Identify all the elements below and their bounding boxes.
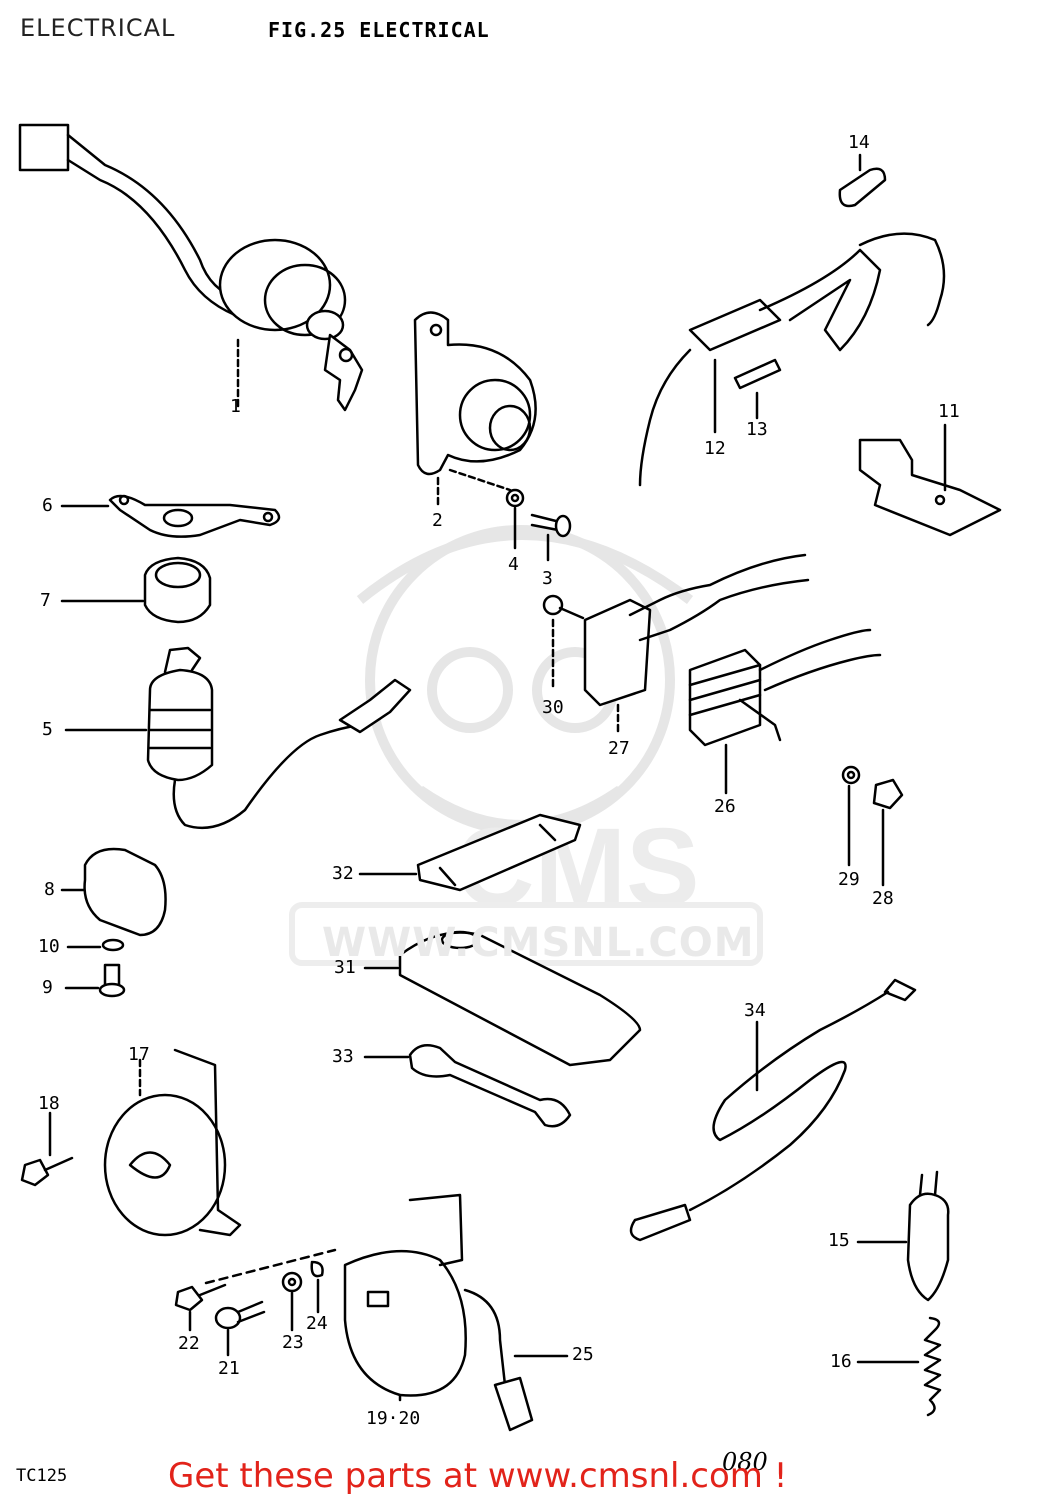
callout-32[interactable]: 32 — [332, 863, 354, 884]
nut-part-7 — [60, 556, 212, 624]
cap-part-8 — [60, 847, 167, 937]
callout-11[interactable]: 11 — [938, 401, 960, 422]
tool-bag-part-31 — [363, 930, 642, 1067]
callout-17[interactable]: 17 — [128, 1044, 150, 1065]
horn-part-17 — [103, 1048, 242, 1237]
figure-title: FIG.25 ELECTRICAL — [268, 18, 490, 42]
washer-part-4 — [505, 488, 525, 550]
callout-25[interactable]: 25 — [572, 1344, 594, 1365]
spring-part-16 — [856, 1316, 942, 1417]
callout-27[interactable]: 27 — [608, 738, 630, 759]
callout-4[interactable]: 4 — [508, 554, 519, 575]
callout-6[interactable]: 6 — [42, 495, 53, 516]
callout-33[interactable]: 33 — [332, 1046, 354, 1067]
callout-12[interactable]: 12 — [704, 438, 726, 459]
neutral-switch-part-15 — [856, 1170, 950, 1302]
callout-5[interactable]: 5 — [42, 719, 53, 740]
page-title: ELECTRICAL — [20, 14, 176, 42]
callout-18[interactable]: 18 — [38, 1093, 60, 1114]
washer-part-23 — [281, 1271, 303, 1332]
callout-23[interactable]: 23 — [282, 1332, 304, 1353]
spanner-part-33 — [363, 1043, 572, 1128]
ignition-switch-part-1 — [18, 123, 364, 412]
callout-19-20[interactable]: 19·20 — [366, 1408, 421, 1429]
callout-30[interactable]: 30 — [542, 697, 564, 718]
bolt-part-18 — [20, 1111, 74, 1187]
callout-21[interactable]: 21 — [218, 1358, 240, 1379]
battery-band-part-32 — [358, 813, 582, 892]
callout-13[interactable]: 13 — [746, 419, 768, 440]
bolt-part-30 — [542, 594, 585, 692]
callout-24[interactable]: 24 — [306, 1313, 328, 1334]
callout-22[interactable]: 22 — [178, 1333, 200, 1354]
screw-part-21 — [214, 1300, 266, 1357]
callout-7[interactable]: 7 — [40, 590, 51, 611]
callout-1[interactable]: 1 — [230, 396, 241, 417]
rectifier-part-26 — [688, 628, 882, 795]
regulator-part-27 — [583, 553, 810, 737]
lead-wire-part-34 — [629, 978, 917, 1242]
callout-10[interactable]: 10 — [38, 936, 60, 957]
callout-3[interactable]: 3 — [542, 568, 553, 589]
switch-part-5 — [64, 646, 412, 830]
washer-part-10 — [66, 938, 125, 952]
nut-part-28 — [872, 778, 904, 887]
fuse-holder-part-12 — [638, 232, 946, 487]
callout-9[interactable]: 9 — [42, 977, 53, 998]
washer-part-29 — [841, 765, 861, 867]
callout-16[interactable]: 16 — [830, 1351, 852, 1372]
watermark-url: WWW.CMSNL.COM — [322, 920, 755, 966]
plate-part-6 — [60, 494, 281, 538]
fuse-cap-part-14 — [838, 153, 887, 208]
fuse-part-13 — [733, 358, 782, 420]
callout-2[interactable]: 2 — [432, 510, 443, 531]
callout-31[interactable]: 31 — [334, 957, 356, 978]
screw-part-9 — [64, 963, 126, 998]
callout-28[interactable]: 28 — [872, 888, 894, 909]
callout-34[interactable]: 34 — [744, 1000, 766, 1021]
bracket-part-11 — [858, 423, 1002, 537]
callout-15[interactable]: 15 — [828, 1230, 850, 1251]
washer-part-24 — [310, 1260, 324, 1314]
page-number: 080 — [722, 1448, 768, 1476]
callout-29[interactable]: 29 — [838, 869, 860, 890]
shop-link[interactable]: Get these parts at www.cmsnl.com ! — [168, 1456, 788, 1496]
callout-8[interactable]: 8 — [44, 879, 55, 900]
callout-14[interactable]: 14 — [848, 132, 870, 153]
relay-part-2 — [413, 311, 537, 507]
model-code: TC125 — [16, 1466, 68, 1486]
horn-part-19-20 — [343, 1193, 569, 1432]
callout-26[interactable]: 26 — [714, 796, 736, 817]
bolt-part-22 — [174, 1248, 337, 1332]
screw-part-3 — [530, 513, 572, 562]
